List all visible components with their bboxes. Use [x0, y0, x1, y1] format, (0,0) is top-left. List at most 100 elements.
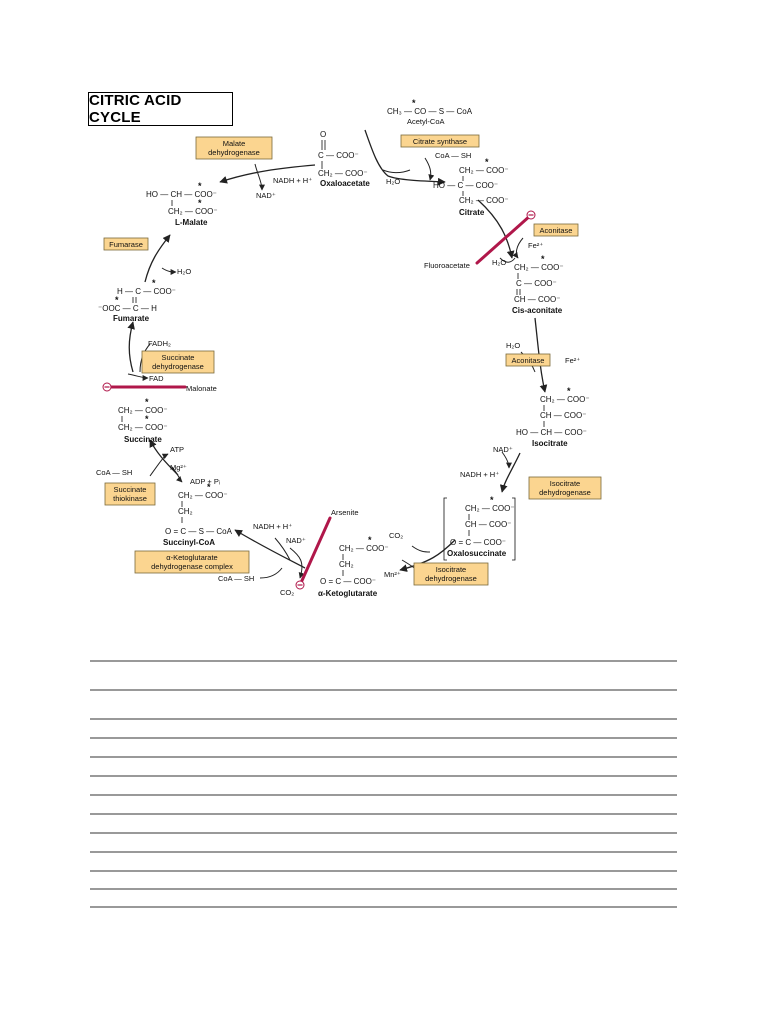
succinate-label: Succinate: [124, 435, 162, 444]
aconitase-box-1: Aconitase: [533, 223, 579, 237]
fluoroacetate-block-line: [475, 213, 533, 265]
structures: CH₃ — CO — S — CoA * Acetyl-CoA O C — CO…: [98, 98, 590, 598]
svg-text:CH₂ — COO⁻: CH₂ — COO⁻: [459, 196, 509, 205]
citrate-structure: CH₂ — COO⁻ * HO — C — COO⁻ CH₂ — COO⁻ Ci…: [433, 157, 509, 217]
inhibitor-labels: Fluoroacetate Malonate Arsenite: [186, 261, 470, 517]
cis-aconitate-structure: CH₂ — COO⁻ * C — COO⁻ CH — COO⁻ Cis-acon…: [512, 254, 564, 315]
isocitrate-dh1-line2: dehydrogenase: [539, 488, 591, 497]
fumarate-label: Fumarate: [113, 314, 150, 323]
nadh-1: NADH + H⁺: [273, 176, 312, 185]
svg-text:CH₂ — COO⁻: CH₂ — COO⁻: [540, 395, 590, 404]
svg-text:CH₂ — COO⁻: CH₂ — COO⁻: [168, 207, 218, 216]
h2o-2: H₂O: [492, 258, 506, 267]
mn: Mn²⁺: [384, 570, 401, 579]
isocitrate-structure: CH₂ — COO⁻ * CH — COO⁻ HO — CH — COO⁻ Is…: [516, 386, 590, 448]
enzyme-boxes: Malate dehydrogenase Citrate synthase Fu…: [103, 134, 602, 586]
svg-text:*: *: [412, 98, 416, 108]
l-malate-label: L-Malate: [175, 218, 208, 227]
cofactor-labels: NADH + H⁺ NAD⁺ H₂O CoA — SH Fe²⁺ H₂O H₂O…: [96, 151, 580, 597]
svg-text:O = C — COO⁻: O = C — COO⁻: [450, 538, 506, 547]
succinate-dh-line2: dehydrogenase: [152, 362, 204, 371]
inhibitor-lines: [105, 213, 533, 587]
fumarate-structure: H — C — COO⁻ * ⁻OOC — C — H * Fumarate: [98, 278, 176, 323]
malonate-label: Malonate: [186, 384, 217, 393]
h2o-3: H₂O: [506, 341, 520, 350]
isocitrate-dehydrogenase-box-1: Isocitrate dehydrogenase: [528, 476, 602, 500]
akg-dehydrogenase-box: α-Ketoglutarate dehydrogenase complex: [134, 550, 250, 574]
isocitrate-label: Isocitrate: [532, 439, 568, 448]
svg-text:H — C — COO⁻: H — C — COO⁻: [117, 287, 176, 296]
a-ketoglutarate-label: α-Ketoglutarate: [318, 589, 378, 598]
fe-2: Fe²⁺: [565, 356, 580, 365]
acetyl-coa-structure: CH₃ — CO — S — CoA * Acetyl-CoA: [387, 98, 473, 126]
coa-sh-2: CoA — SH: [218, 574, 254, 583]
inhibitor-signs: [102, 210, 536, 590]
svg-text:CH₂ — COO⁻: CH₂ — COO⁻: [178, 491, 228, 500]
svg-text:*: *: [115, 295, 119, 305]
nadh-3: NADH + H⁺: [253, 522, 292, 531]
svg-text:⁻OOC — C — H: ⁻OOC — C — H: [98, 304, 157, 313]
svg-text:*: *: [198, 198, 202, 208]
svg-text:*: *: [145, 414, 149, 424]
citrate-synthase-label: Citrate synthase: [413, 137, 467, 146]
svg-text:*: *: [485, 157, 489, 167]
isocitrate-dh2-line1: Isocitrate: [436, 565, 466, 574]
oxalosuccinate-structure: CH₂ — COO⁻ * CH — COO⁻ O = C — COO⁻ Oxal…: [443, 495, 516, 561]
malate-dh-line2: dehydrogenase: [208, 148, 260, 157]
svg-text:HO — C — COO⁻: HO — C — COO⁻: [433, 181, 498, 190]
svg-text:O = C — COO⁻: O = C — COO⁻: [320, 577, 376, 586]
svg-text:O: O: [320, 130, 326, 139]
fe-1: Fe²⁺: [528, 241, 543, 250]
svg-text:*: *: [145, 397, 149, 407]
svg-text:CH — COO⁻: CH — COO⁻: [465, 520, 511, 529]
h2o-4: H₂O: [177, 267, 191, 276]
svg-text:CH₂: CH₂: [339, 560, 354, 569]
akg-dh-line1: α-Ketoglutarate: [166, 553, 217, 562]
cofactor-arrows: [127, 157, 536, 579]
succinate-dh-line1: Succinate: [162, 353, 195, 362]
svg-text:HO — CH — COO⁻: HO — CH — COO⁻: [516, 428, 587, 437]
fluoroacetate-label: Fluoroacetate: [424, 261, 470, 270]
fadh2: FADH₂: [148, 339, 171, 348]
cycle-arrows: [127, 129, 548, 572]
svg-text:CH — COO⁻: CH — COO⁻: [514, 295, 560, 304]
title-box: CITRIC ACID CYCLE: [88, 92, 233, 126]
isocitrate-dh1-line1: Isocitrate: [550, 479, 580, 488]
fad: FAD: [149, 374, 164, 383]
ruled-lines: [90, 660, 677, 908]
fumarase-label: Fumarase: [109, 240, 143, 249]
nad-3: NAD⁺: [286, 536, 306, 545]
svg-text:*: *: [541, 254, 545, 264]
succinate-thiokinase-line2: thiokinase: [113, 494, 147, 503]
oxaloacetate-structure: O C — COO⁻ CH₂ — COO⁻ Oxaloacetate: [318, 130, 370, 188]
succinate-structure: CH₂ — COO⁻ * CH₂ — COO⁻ * Succinate: [118, 397, 168, 444]
isocitrate-dh2-line2: dehydrogenase: [425, 574, 477, 583]
svg-text:CH₂ — COO⁻: CH₂ — COO⁻: [118, 406, 168, 415]
citrate-label: Citrate: [459, 208, 485, 217]
arsenite-label: Arsenite: [331, 508, 359, 517]
svg-text:*: *: [567, 386, 571, 396]
mg: Mg²⁺: [170, 463, 187, 472]
coa-sh-1: CoA — SH: [435, 151, 471, 160]
svg-text:*: *: [198, 181, 202, 191]
svg-text:*: *: [368, 535, 372, 545]
fumarase-box: Fumarase: [103, 237, 149, 251]
adp-pi: ADP + Pᵢ: [190, 477, 220, 486]
l-malate-structure: HO — CH — COO⁻ * CH₂ — COO⁻ * L-Malate: [146, 181, 218, 227]
svg-text:*: *: [152, 278, 156, 288]
malate-dh-line1: Malate: [223, 139, 246, 148]
oxalosuccinate-label: Oxalosuccinate: [447, 549, 507, 558]
svg-text:O = C — S — CoA: O = C — S — CoA: [165, 527, 233, 536]
co2-1: CO₂: [389, 531, 403, 540]
svg-text:CH₂ — COO⁻: CH₂ — COO⁻: [514, 263, 564, 272]
isocitrate-dehydrogenase-box-2: Isocitrate dehydrogenase: [413, 562, 489, 586]
coa-sh-3: CoA — SH: [96, 468, 132, 477]
succinate-dehydrogenase-box: Succinate dehydrogenase: [141, 350, 215, 374]
malate-dehydrogenase-box: Malate dehydrogenase: [195, 136, 273, 160]
svg-text:CH₂ — COO⁻: CH₂ — COO⁻: [318, 169, 368, 178]
akg-dh-line2: dehydrogenase complex: [151, 562, 233, 571]
co2-2: CO₂: [280, 588, 294, 597]
succinate-thiokinase-line1: Succinate: [114, 485, 147, 494]
